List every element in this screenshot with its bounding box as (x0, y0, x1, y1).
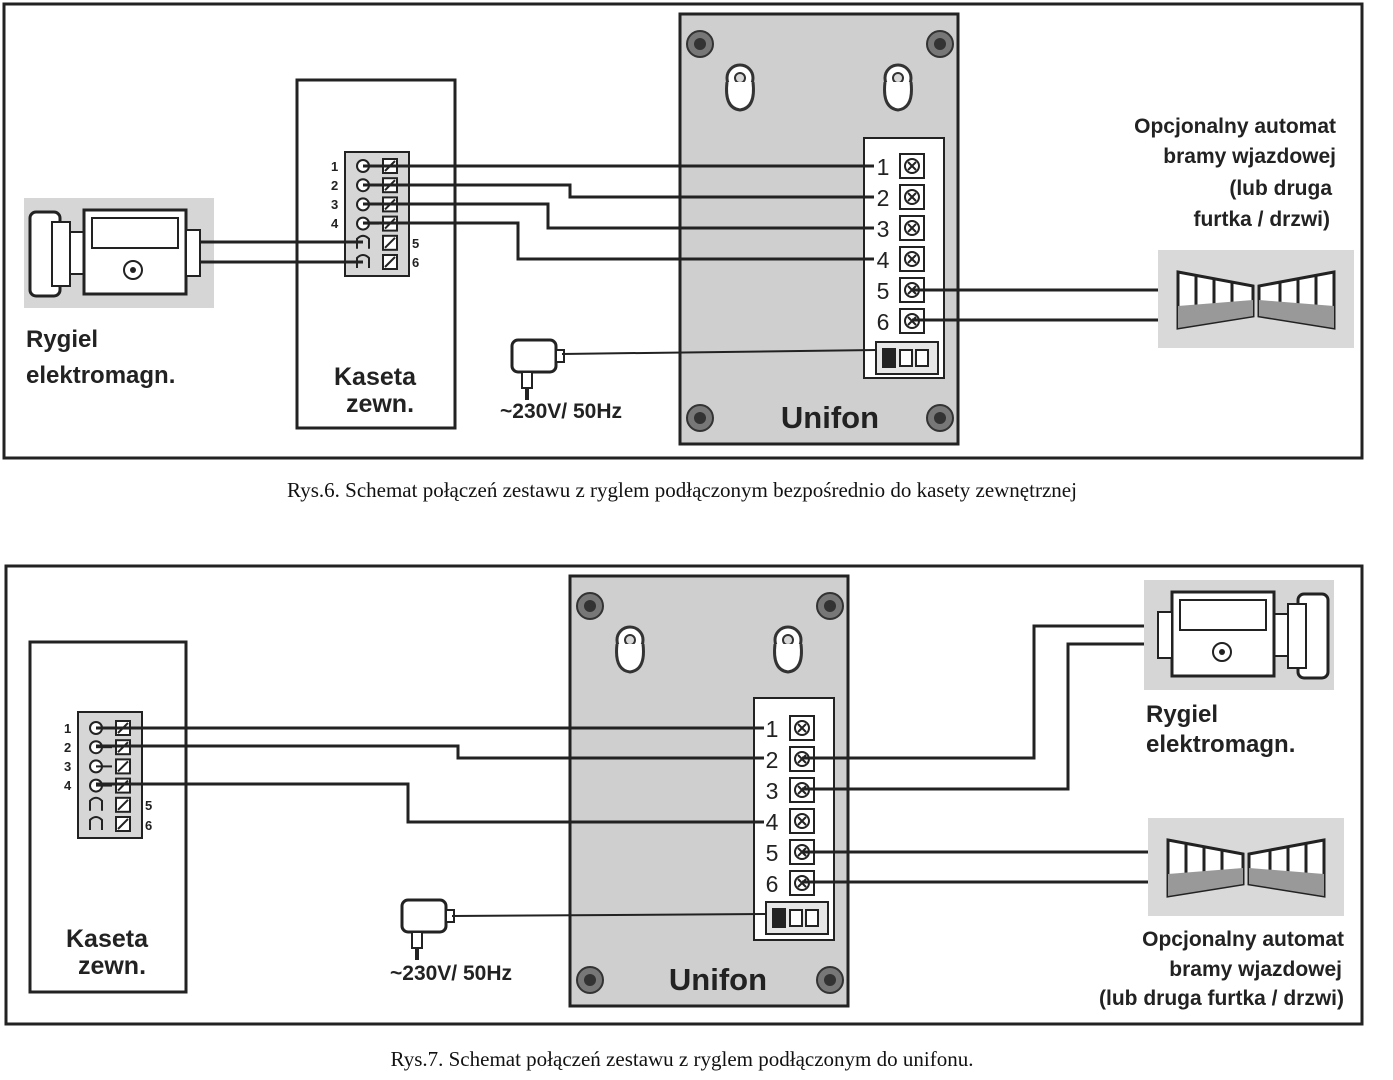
unifon-label: Unifon (781, 400, 879, 435)
station-label-line-1: Kaseta (334, 363, 417, 391)
station-pin-label: 2 (64, 740, 71, 755)
wires (96, 624, 1172, 917)
station-terminal-strip (77, 711, 143, 839)
unifon-label: Unifon (669, 962, 767, 997)
bolt-icon (686, 404, 714, 432)
mounting-hole-icon (725, 63, 755, 112)
unifon-terminal-label: 1 (877, 154, 890, 180)
gate-label-line-2: bramy wjazdowej (1169, 958, 1342, 981)
unifon-terminal-label: 5 (877, 278, 890, 304)
unifon-terminal-label: 1 (766, 716, 779, 742)
station-pin-icon (89, 816, 131, 832)
gate-automation-icon (1156, 248, 1356, 350)
gate-label-line-4: furtka / drzwi) (1193, 208, 1330, 231)
station-pin-label: 4 (64, 778, 72, 793)
station-pin-label: 5 (412, 236, 419, 251)
screw-terminal-icon (899, 215, 925, 241)
electromagnetic-lock-icon (1144, 580, 1334, 690)
station-pin-icon (89, 777, 131, 794)
station-pin-label: 6 (412, 255, 419, 270)
station-pin-icon (89, 758, 131, 775)
station-pin-label: 4 (331, 216, 339, 231)
screw-terminal-icon (899, 153, 925, 179)
bolt-icon (816, 592, 844, 620)
electromagnetic-lock-icon (24, 198, 214, 308)
gate-automation-icon (1146, 816, 1346, 918)
station-pin-label: 1 (64, 721, 71, 736)
bolt-icon (576, 966, 604, 994)
unifon-terminal-label: 5 (766, 840, 779, 866)
station-pin-label: 3 (64, 759, 71, 774)
bolt-icon (816, 966, 844, 994)
unifon-terminal-label: 2 (877, 185, 890, 211)
unifon-terminal-label: 6 (877, 309, 890, 335)
unifon-terminal-label: 3 (766, 778, 779, 804)
figure-2-caption: Rys.7. Schemat połączeń zestawu z ryglem… (391, 1047, 974, 1071)
power-label: ~230V/ 50Hz (500, 400, 622, 423)
station-pin-label: 2 (331, 178, 338, 193)
unifon-terminal-label: 4 (877, 247, 890, 273)
power-label: ~230V/ 50Hz (390, 962, 512, 985)
mounting-hole-icon (615, 625, 645, 674)
unifon-terminal-label: 4 (766, 809, 779, 835)
bolt-icon (686, 30, 714, 58)
mounting-hole-icon (773, 625, 803, 674)
station-label-line-2: zewn. (78, 952, 146, 980)
station-pin-label: 3 (331, 197, 338, 212)
figure-1-caption: Rys.6. Schemat połączeń zestawu z ryglem… (287, 478, 1077, 502)
gate-label-line-2: bramy wjazdowej (1163, 145, 1336, 168)
station-pin-icon (89, 796, 131, 813)
screw-terminal-icon (899, 184, 925, 210)
unifon-terminal-label: 6 (766, 871, 779, 897)
bolt-icon (926, 404, 954, 432)
gate-label-line-1: Opcjonalny automat (1134, 115, 1336, 138)
screw-terminal-icon (789, 808, 815, 834)
gate-label-line-3: (lub druga furtka / drzwi) (1099, 987, 1344, 1010)
bolt-icon (926, 30, 954, 58)
wires (200, 164, 1182, 355)
screw-terminal-icon (899, 246, 925, 272)
station-label-line-2: zewn. (346, 390, 414, 418)
screw-terminal-icon (789, 715, 815, 741)
station-pin-icon (356, 254, 398, 270)
unifon-terminal-label: 2 (766, 747, 779, 773)
mounting-hole-icon (883, 63, 913, 112)
bolt-icon (576, 592, 604, 620)
lock-label-line-2: elektromagn. (26, 362, 175, 389)
station-pin-label: 5 (145, 798, 152, 813)
power-connector-icon (765, 901, 829, 935)
power-connector-icon (875, 341, 939, 375)
station-pin-icon (356, 234, 398, 251)
unifon-terminal-label: 3 (877, 216, 890, 242)
station-terminal-strip (344, 151, 410, 277)
figure-2: 1 2 3 4 5 6 Kaseta zewn. ~230V/ 50Hz 1 2… (4, 564, 1364, 1026)
station-label-line-1: Kaseta (66, 925, 149, 953)
figure-1: Rygiel elektromagn. 1 2 3 4 5 6 Kaseta z… (2, 2, 1364, 460)
outdoor-station-box (295, 78, 457, 430)
station-pin-label: 6 (145, 818, 152, 833)
lock-label-line-2: elektromagn. (1146, 731, 1295, 758)
gate-label-line-3: (lub druga (1229, 177, 1332, 200)
lock-label-line-1: Rygiel (1146, 701, 1218, 728)
gate-label-line-1: Opcjonalny automat (1142, 928, 1344, 951)
station-pin-label: 1 (331, 159, 338, 174)
lock-label-line-1: Rygiel (26, 326, 98, 353)
